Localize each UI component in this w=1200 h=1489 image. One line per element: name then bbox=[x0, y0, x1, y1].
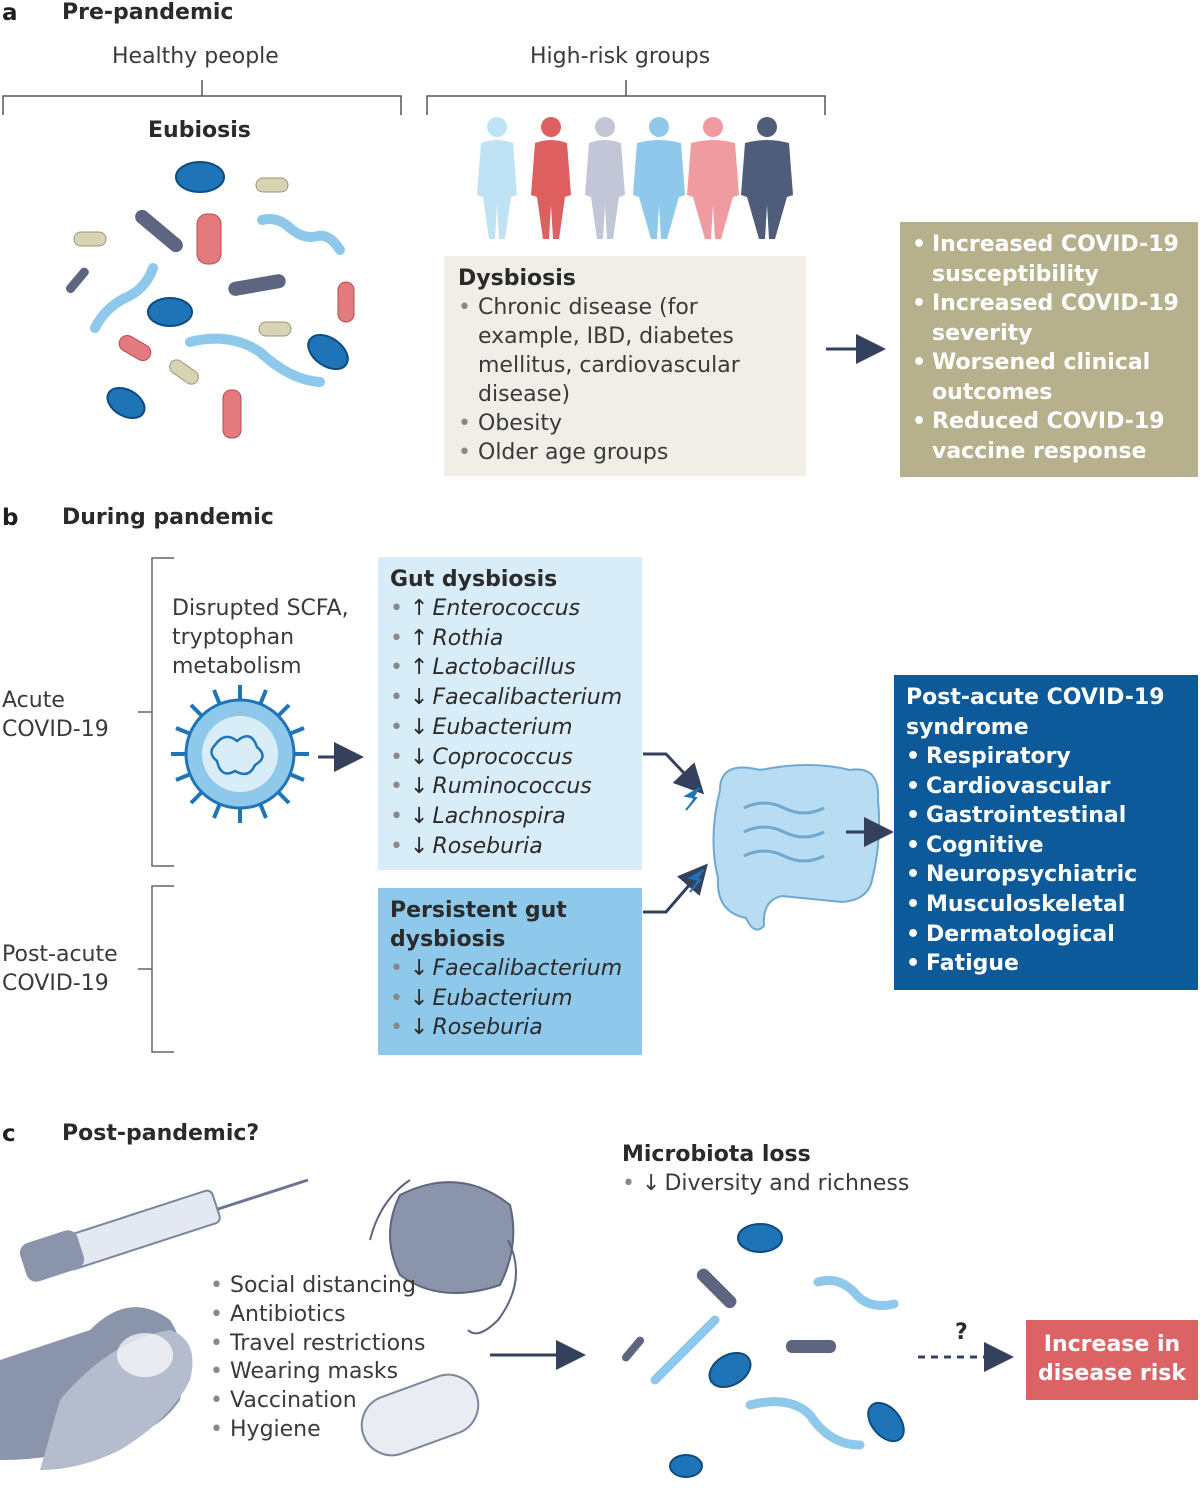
bracket-highrisk bbox=[426, 80, 826, 115]
person-silhouette-icon bbox=[633, 117, 685, 239]
panel-c-letter: c bbox=[2, 1121, 16, 1147]
measure-item: Hygiene bbox=[210, 1416, 425, 1445]
washing-hands-icon bbox=[0, 1307, 193, 1470]
syringe-icon bbox=[19, 1178, 309, 1282]
reduced-microbes bbox=[621, 1223, 905, 1478]
taxon-item: ↓Lachnospira bbox=[390, 802, 630, 832]
measure-item: Vaccination bbox=[210, 1387, 425, 1416]
microbiota-loss-item: ↓Diversity and richness bbox=[622, 1169, 909, 1198]
taxon-item: ↓Eubacterium bbox=[390, 984, 630, 1014]
measure-item: Wearing masks bbox=[210, 1358, 425, 1387]
taxon-item: ↓Ruminococcus bbox=[390, 772, 630, 802]
person-silhouette-icon bbox=[741, 117, 793, 239]
acute-covid-label: Acute COVID-19 bbox=[2, 688, 109, 742]
pacs-item: Musculoskeletal bbox=[906, 890, 1186, 920]
taxon-item: ↓Coprococcus bbox=[390, 743, 630, 773]
panel-a-title: Pre-pandemic bbox=[62, 0, 234, 25]
taxon-item: ↑Rothia bbox=[390, 624, 630, 654]
pacs-item: Dermatological bbox=[906, 920, 1186, 950]
disease-risk-box: Increase in disease risk bbox=[1026, 1320, 1198, 1400]
taxon-item: ↑Lactobacillus bbox=[390, 653, 630, 683]
bracket-acute bbox=[138, 557, 174, 867]
bracket-healthy bbox=[2, 80, 402, 115]
taxon-item: ↓Faecalibacterium bbox=[390, 954, 630, 984]
pacs-item: Fatigue bbox=[906, 949, 1186, 979]
measure-item: Social distancing bbox=[210, 1272, 425, 1301]
intestine-icon bbox=[683, 764, 881, 931]
dysbiosis-item: Obesity bbox=[458, 409, 792, 438]
outcome-item: Increased COVID-19 susceptibility bbox=[912, 230, 1188, 289]
arrow-gut-dysbiosis-to-intestine bbox=[643, 752, 705, 795]
gut-dysbiosis-box: Gut dysbiosis ↑Enterococcus ↑Rothia ↑Lac… bbox=[378, 557, 642, 870]
eubiosis-microbes bbox=[65, 161, 355, 439]
pacs-box: Post-acute COVID-19 syndrome Respiratory… bbox=[894, 675, 1198, 990]
microbiota-loss-block: Microbiota loss ↓Diversity and richness bbox=[622, 1140, 909, 1198]
dysbiosis-heading: Dysbiosis bbox=[458, 266, 576, 291]
taxon-item: ↓Roseburia bbox=[390, 1013, 630, 1043]
panel-b-title: During pandemic bbox=[62, 505, 274, 530]
taxon-item: ↓Eubacterium bbox=[390, 713, 630, 743]
persistent-dysbiosis-box: Persistent gut dysbiosis ↓Faecalibacteri… bbox=[378, 888, 642, 1055]
panel-c-title: Post-pandemic? bbox=[62, 1121, 260, 1146]
sars-cov-2-virus-icon bbox=[171, 685, 309, 823]
highrisk-groups-label: High-risk groups bbox=[530, 44, 711, 69]
person-silhouette-icon bbox=[687, 117, 739, 239]
healthy-people-label: Healthy people bbox=[112, 44, 279, 69]
outcome-item: Increased COVID-19 severity bbox=[912, 289, 1188, 348]
person-silhouette-icon bbox=[477, 117, 517, 239]
face-mask-icon bbox=[369, 1179, 517, 1335]
pacs-item: Neuropsychiatric bbox=[906, 860, 1186, 890]
outcome-item: Worsened clinical outcomes bbox=[912, 348, 1188, 407]
question-mark: ? bbox=[955, 1320, 968, 1345]
measure-item: Antibiotics bbox=[210, 1301, 425, 1330]
taxon-item: ↓Faecalibacterium bbox=[390, 683, 630, 713]
outcome-item: Reduced COVID-19 vaccine response bbox=[912, 407, 1188, 466]
dysbiosis-item: Chronic disease (for example, IBD, diabe… bbox=[458, 293, 792, 409]
bracket-postacute bbox=[138, 885, 174, 1053]
pacs-heading: Post-acute COVID-19 syndrome bbox=[906, 685, 1165, 740]
panel-b-letter: b bbox=[2, 505, 19, 531]
highrisk-people bbox=[477, 117, 793, 239]
pacs-item: Cardiovascular bbox=[906, 772, 1186, 802]
pacs-item: Respiratory bbox=[906, 742, 1186, 772]
arrow-persistent-to-intestine bbox=[643, 863, 708, 914]
dysbiosis-box: Dysbiosis Chronic disease (for example, … bbox=[444, 256, 806, 476]
postacute-covid-label: Post-acute COVID-19 bbox=[2, 942, 118, 996]
eubiosis-label: Eubiosis bbox=[148, 118, 251, 143]
microbiota-loss-heading: Microbiota loss bbox=[622, 1142, 811, 1167]
panel-a-letter: a bbox=[2, 0, 18, 26]
dysbiosis-item: Older age groups bbox=[458, 438, 792, 467]
pacs-item: Gastrointestinal bbox=[906, 801, 1186, 831]
person-silhouette-icon bbox=[585, 117, 625, 239]
pandemic-measures-list: Social distancing Antibiotics Travel res… bbox=[210, 1272, 425, 1445]
persistent-dysbiosis-heading: Persistent gut dysbiosis bbox=[390, 898, 567, 952]
pacs-item: Cognitive bbox=[906, 831, 1186, 861]
disrupted-metabolism-label: Disrupted SCFA, tryptophan metabolism bbox=[172, 596, 349, 679]
taxon-item: ↓Roseburia bbox=[390, 832, 630, 862]
gut-dysbiosis-heading: Gut dysbiosis bbox=[390, 567, 558, 592]
taxon-item: ↑Enterococcus bbox=[390, 594, 630, 624]
person-silhouette-icon bbox=[531, 117, 571, 239]
measure-item: Travel restrictions bbox=[210, 1330, 425, 1359]
covid-outcomes-box: Increased COVID-19 susceptibility Increa… bbox=[900, 222, 1198, 477]
